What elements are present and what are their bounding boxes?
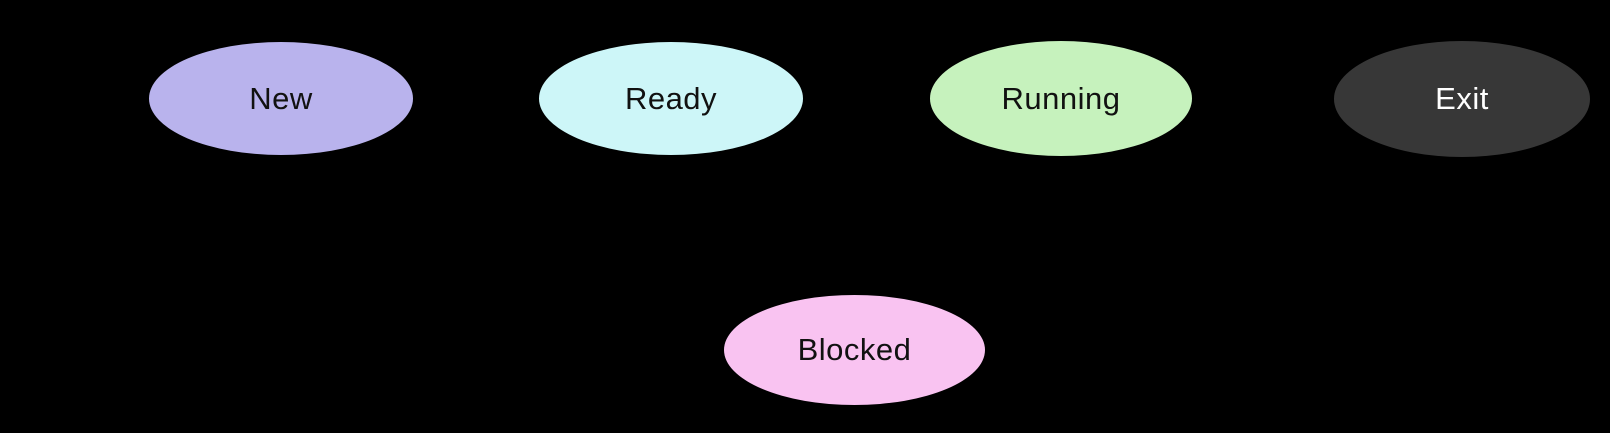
state-node-ready: Ready	[537, 40, 805, 157]
state-label-ready: Ready	[624, 80, 718, 116]
state-node-new: New	[147, 40, 415, 157]
state-label-new: New	[249, 80, 313, 116]
state-label-running: Running	[1001, 80, 1121, 116]
state-node-blocked: Blocked	[722, 293, 987, 407]
state-node-exit: Exit	[1332, 39, 1592, 159]
state-label-blocked: Blocked	[797, 332, 912, 367]
state-node-running: Running	[928, 39, 1194, 158]
state-label-exit: Exit	[1435, 81, 1489, 116]
